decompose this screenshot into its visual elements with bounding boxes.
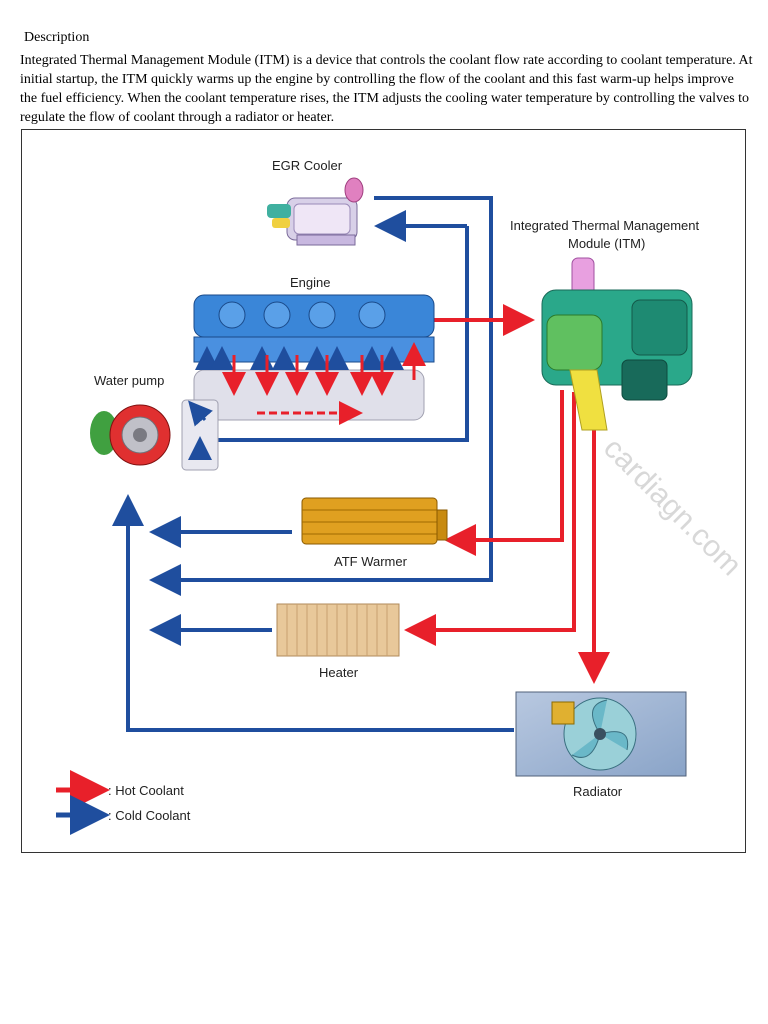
coolant-flow-diagram: cardiagn.com EGR Cooler <box>56 158 748 835</box>
itm-component <box>541 257 693 431</box>
heater-component <box>276 603 400 657</box>
egr-cooler-label: EGR Cooler <box>272 158 343 173</box>
water-pump-label: Water pump <box>94 373 164 388</box>
radiator-label: Radiator <box>573 784 623 799</box>
itm-label-line2: Module (ITM) <box>568 236 645 251</box>
hot-coolant-lines <box>404 304 610 684</box>
legend-hot-label: : Hot Coolant <box>108 783 184 798</box>
heater-label: Heater <box>319 665 359 680</box>
section-heading: Description <box>24 30 90 45</box>
diagram-frame: cardiagn.com EGR Cooler <box>21 129 748 853</box>
atf-warmer-component <box>301 497 448 545</box>
legend: : Hot Coolant : Cold Coolant <box>56 770 191 835</box>
engine-component <box>181 294 435 471</box>
radiator-component <box>515 691 687 777</box>
watermark: cardiagn.com <box>597 432 747 583</box>
engine-label: Engine <box>290 275 330 290</box>
description-paragraph: Integrated Thermal Management Module (IT… <box>20 53 753 125</box>
water-pump-component <box>90 404 171 466</box>
legend-cold-label: : Cold Coolant <box>108 808 191 823</box>
itm-label-line1: Integrated Thermal Management <box>510 218 699 233</box>
egr-cooler-component <box>267 177 364 246</box>
atf-warmer-label: ATF Warmer <box>334 554 408 569</box>
engine-flow-arrows <box>188 342 426 460</box>
cold-coolant-lines <box>112 196 514 732</box>
